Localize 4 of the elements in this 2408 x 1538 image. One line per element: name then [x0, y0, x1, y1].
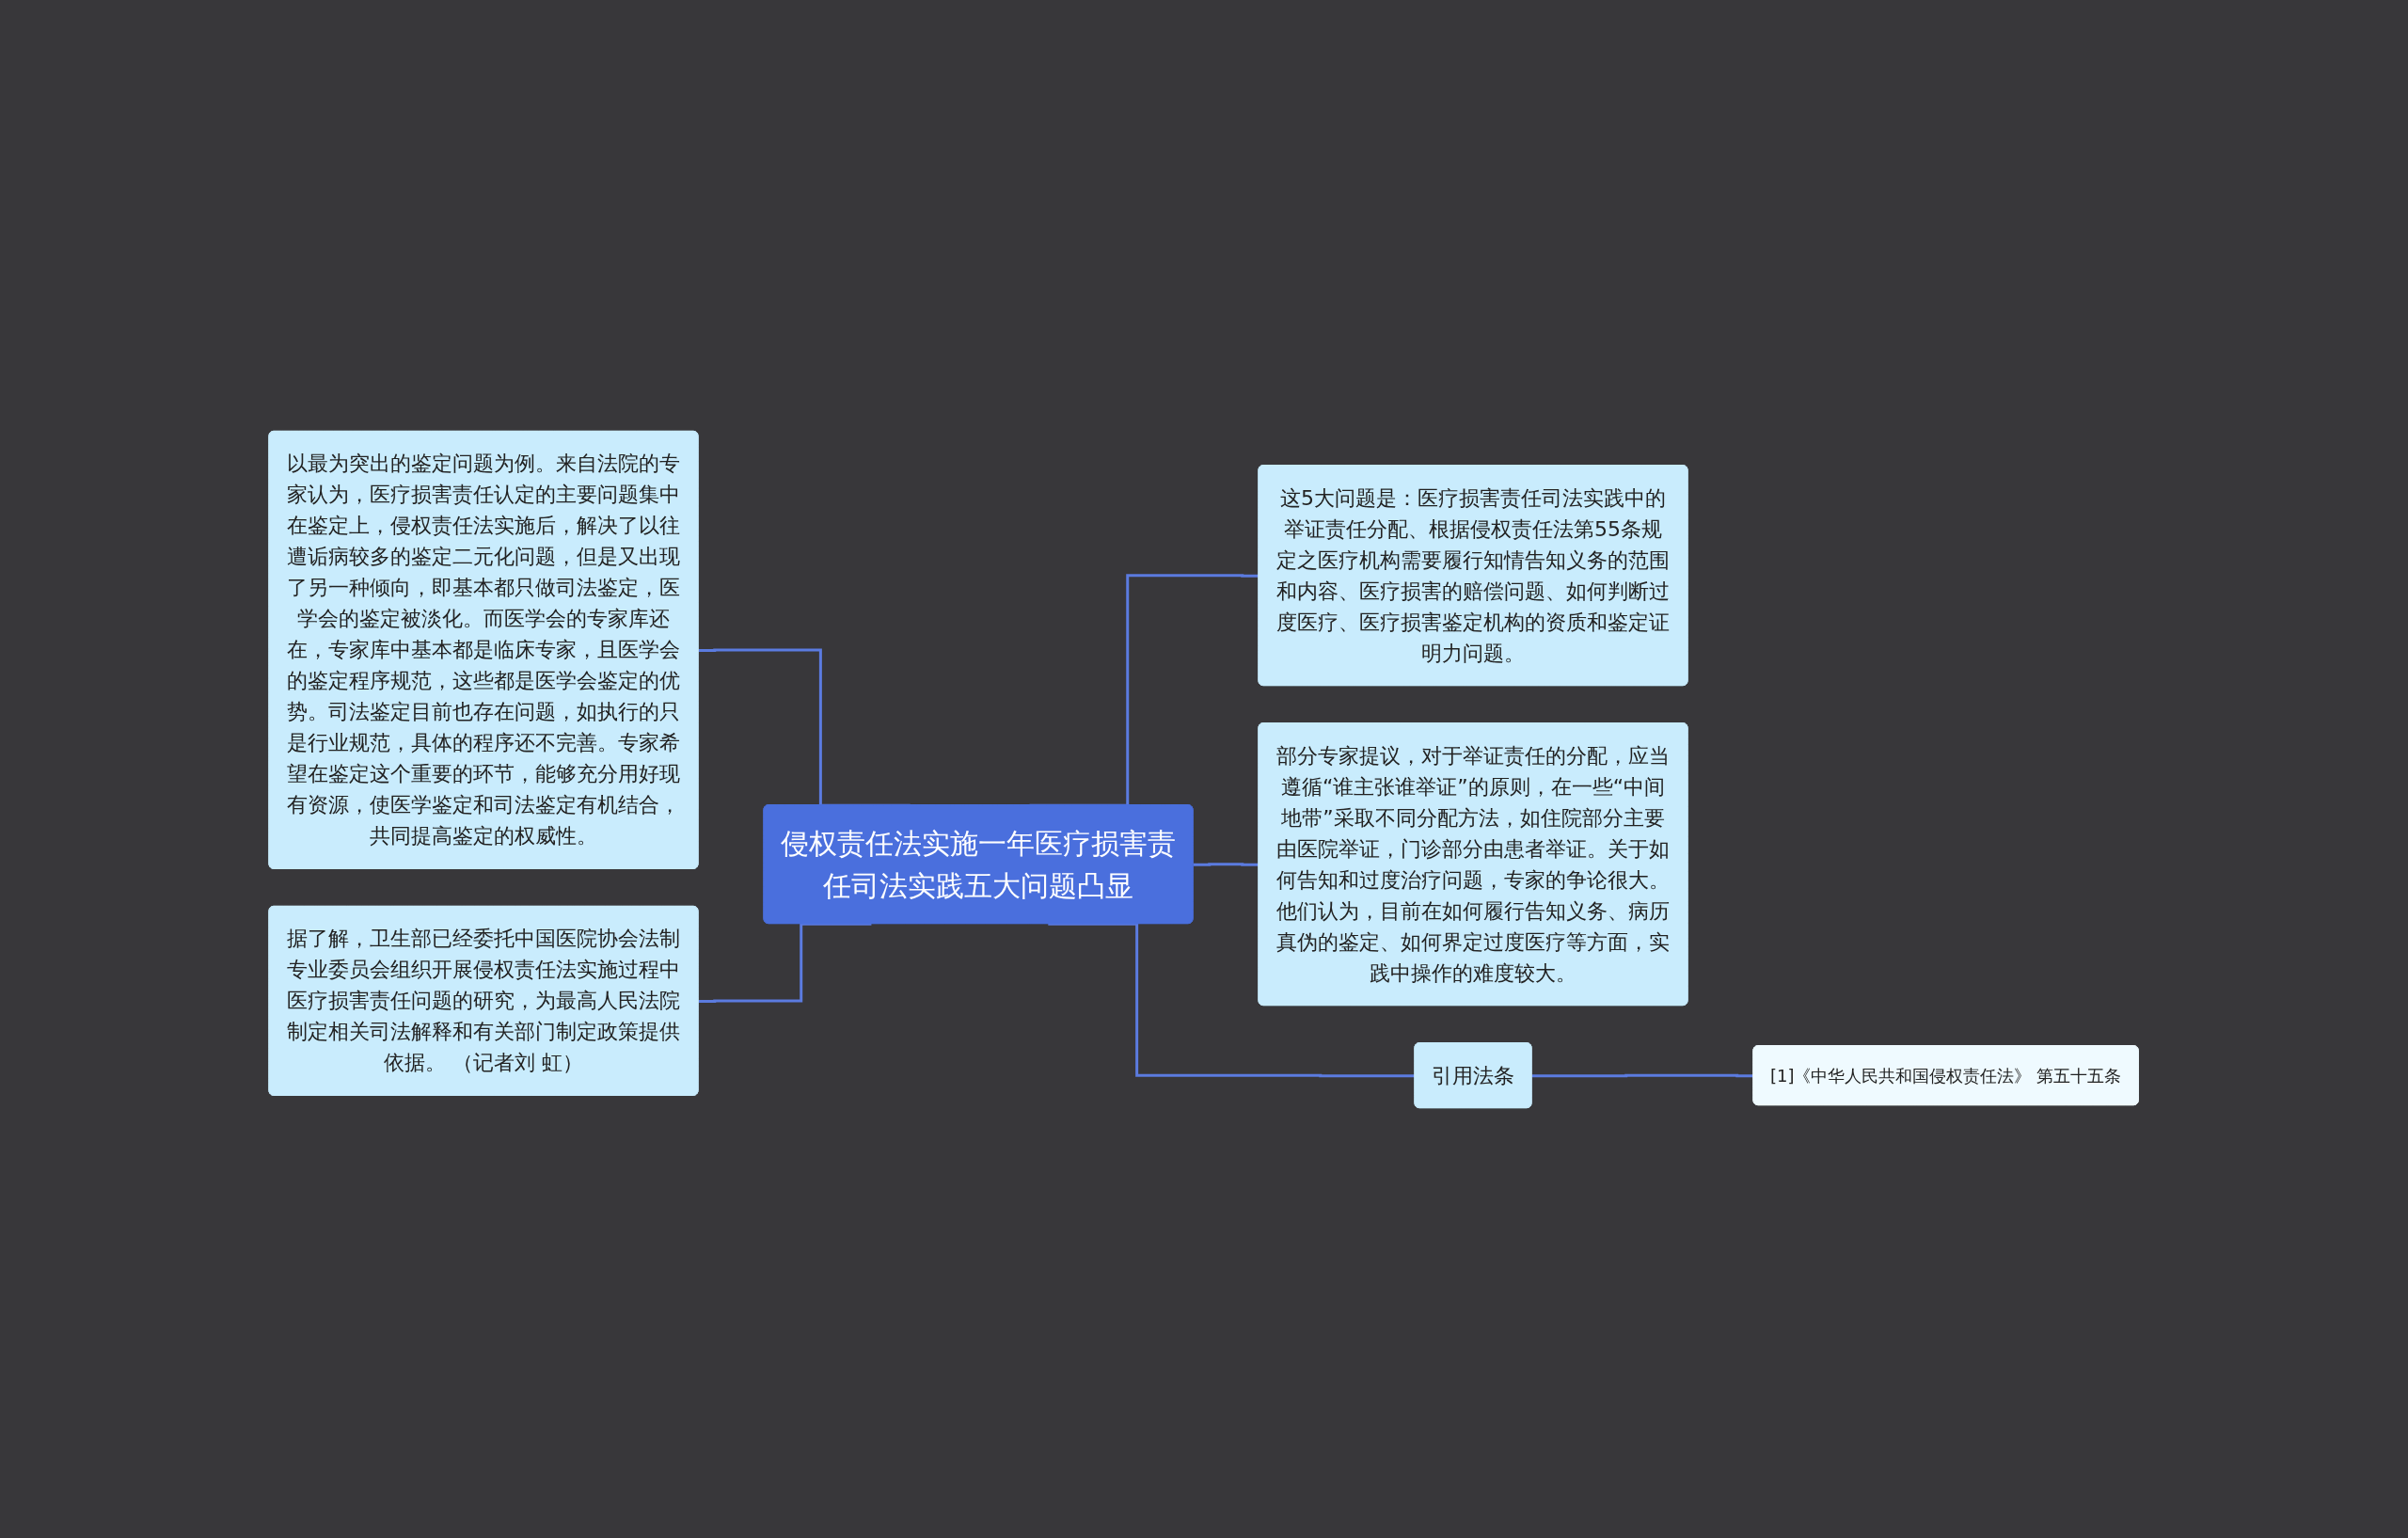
connector — [1048, 922, 1416, 1077]
connector — [1531, 1073, 1754, 1077]
connector — [1193, 862, 1259, 866]
connector — [698, 922, 872, 1003]
